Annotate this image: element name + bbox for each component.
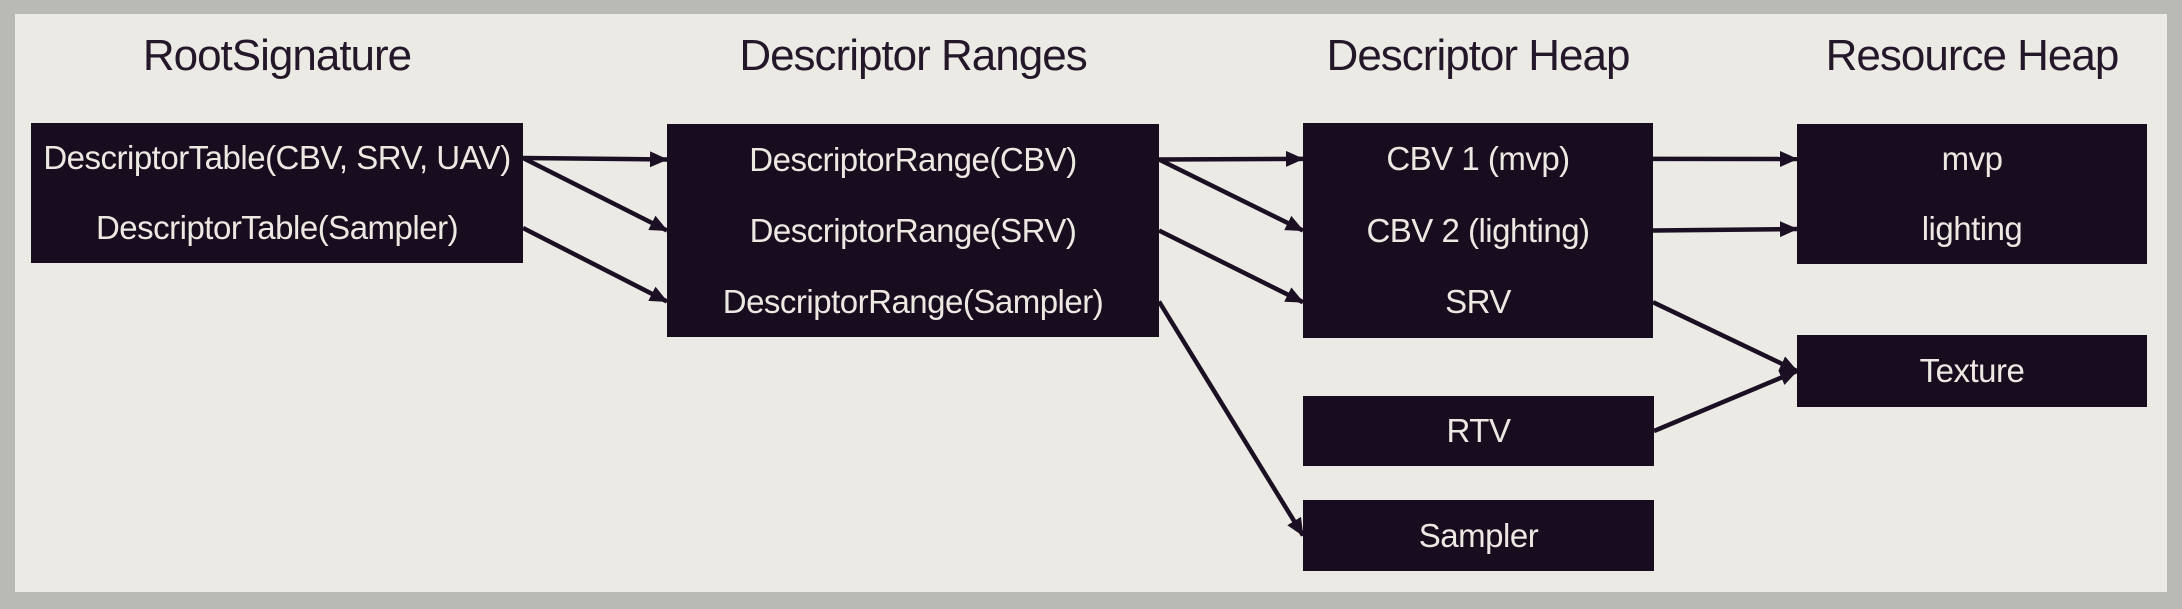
column-title-resource-heap: Resource Heap — [1825, 31, 2120, 80]
resource-buffer-box: mvp lighting — [1797, 124, 2147, 264]
node-sampler: Sampler — [1418, 516, 1539, 554]
column-title-descriptor-heap: Descriptor Heap — [1326, 31, 1631, 80]
descriptor-ranges-box: DescriptorRange(CBV) DescriptorRange(SRV… — [667, 124, 1159, 337]
node-descriptorrange-sampler: DescriptorRange(Sampler) — [722, 282, 1104, 320]
column-title-rootsignature: RootSignature — [142, 31, 412, 80]
node-lighting-resource: lighting — [1921, 210, 2023, 247]
rootsignature-box: DescriptorTable(CBV, SRV, UAV) Descripto… — [31, 123, 523, 263]
descriptor-heap-box: CBV 1 (mvp) CBV 2 (lighting) SRV — [1303, 123, 1653, 338]
node-texture-resource: Texture — [1919, 352, 2025, 389]
node-descriptortable-cbv-srv-uav: DescriptorTable(CBV, SRV, UAV) — [43, 139, 511, 176]
node-srv: SRV — [1445, 283, 1511, 321]
node-descriptortable-sampler: DescriptorTable(Sampler) — [95, 209, 459, 246]
node-cbv2-lighting: CBV 2 (lighting) — [1366, 211, 1590, 249]
node-descriptorrange-srv: DescriptorRange(SRV) — [749, 211, 1077, 249]
node-rtv: RTV — [1446, 412, 1511, 449]
texture-box: Texture — [1797, 335, 2147, 407]
column-title-descriptor-ranges: Descriptor Ranges — [739, 31, 1087, 80]
node-mvp-resource: mvp — [1941, 140, 2003, 177]
sampler-box: Sampler — [1303, 500, 1654, 571]
rtv-box: RTV — [1303, 396, 1654, 466]
node-descriptorrange-cbv: DescriptorRange(CBV) — [749, 140, 1077, 178]
node-cbv1-mvp: CBV 1 (mvp) — [1386, 139, 1570, 177]
